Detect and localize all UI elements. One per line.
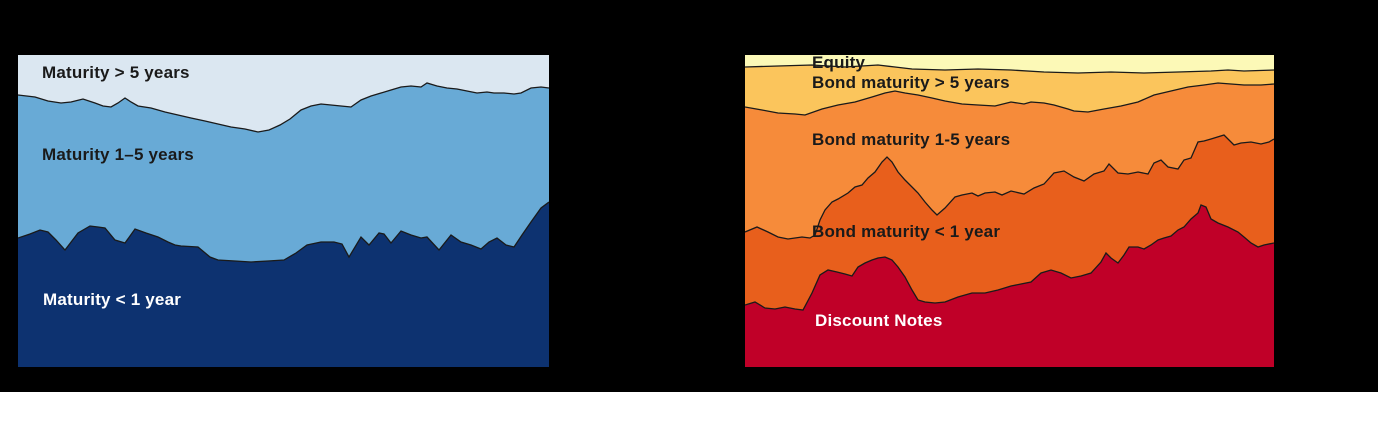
left-portfolio-maturity-layer-label-1: Maturity 1–5 years: [42, 145, 194, 164]
right-liability-structure-boundary-line-0: [745, 64, 1274, 74]
right-liability-structure-layer-label-3: Bond maturity < 1 year: [812, 222, 1001, 241]
left-portfolio-maturity-band-1: [18, 83, 549, 262]
right-liability-structure-band-4: [745, 205, 1274, 367]
right-liability-structure-layer-label-0: Equity: [812, 53, 866, 72]
right-liability-structure-band-1: [745, 65, 1274, 115]
bottom-white-strip: [0, 392, 1378, 429]
left-portfolio-maturity-svg: [18, 55, 549, 367]
left-portfolio-maturity-boundary-line-0: [18, 82, 549, 133]
right-liability-structure-layer-label-2: Bond maturity 1-5 years: [812, 130, 1011, 149]
right-liability-structure-boundary-line-2: [745, 134, 1274, 240]
left-portfolio-maturity-band-0: [18, 55, 549, 132]
left-portfolio-maturity-layer-label-2: Maturity < 1 year: [43, 290, 182, 309]
right-liability-structure-band-3: [745, 135, 1274, 310]
left-portfolio-maturity-layer-label-0: Maturity > 5 years: [42, 63, 190, 82]
right-liability-structure-band-0: [745, 55, 1274, 73]
right-liability-structure-layer-label-4: Discount Notes: [815, 311, 943, 330]
left-portfolio-maturity-boundary-line-1: [18, 201, 549, 263]
left-portfolio-maturity-band-2: [18, 202, 549, 367]
right-liability-structure-svg: [745, 55, 1274, 367]
right-liability-structure-boundary-line-1: [745, 82, 1274, 116]
right-liability-structure-layer-label-1: Bond maturity > 5 years: [812, 73, 1010, 92]
right-liability-structure-boundary-line-3: [745, 204, 1274, 311]
right-liability-structure-band-2: [745, 83, 1274, 239]
